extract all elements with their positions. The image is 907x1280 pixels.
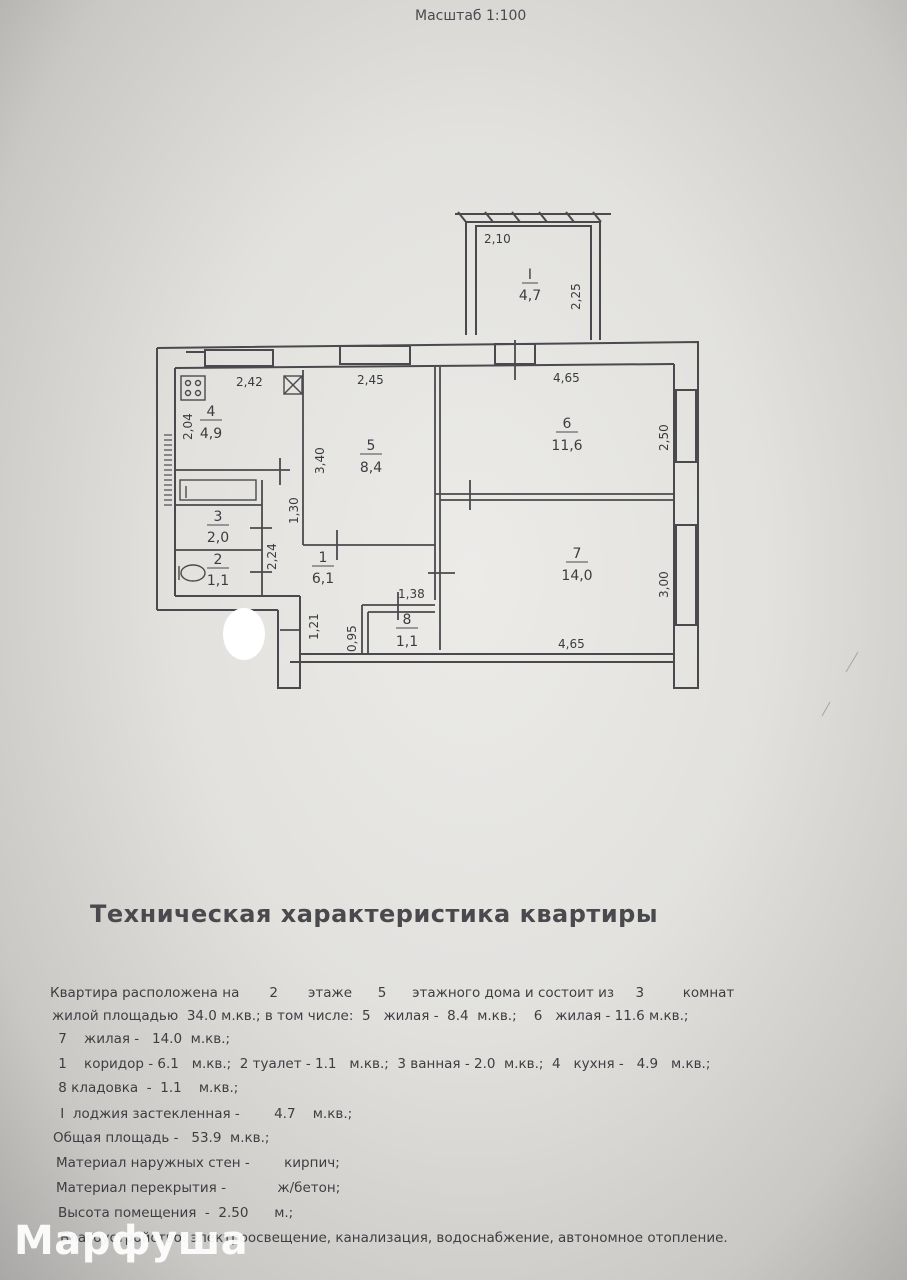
room-number: 8 [403, 612, 412, 628]
dimension: 2,42 [236, 375, 263, 389]
room-number: 3 [214, 509, 223, 525]
room-number: 7 [573, 546, 582, 562]
scale-label: Масштаб 1:100 [415, 8, 527, 24]
room-labels: I 4,7 4 4,9 5 8,4 6 11,6 3 2,0 2 1,1 1 6… [200, 267, 593, 650]
dimension: 3,00 [657, 571, 671, 598]
dimension: 2,50 [657, 424, 671, 451]
tech-line: Материал наружных стен - кирпич; [56, 1155, 340, 1171]
room-number: 2 [214, 552, 223, 568]
room-area: 4,9 [200, 426, 222, 442]
dimension: 3,40 [313, 447, 327, 474]
tech-line: Благоустройство: электроосвещение, канал… [60, 1230, 728, 1246]
dimension: 0,95 [345, 625, 359, 652]
tech-line: 7 жилая - 14.0 м.кв.; [54, 1031, 231, 1047]
dimension: 2,25 [569, 283, 583, 310]
fixtures [178, 375, 303, 582]
room-number: 4 [207, 404, 216, 420]
room-number: 5 [367, 438, 376, 454]
tech-line: Квартира расположена на 2 этаже 5 этажно… [50, 985, 735, 1001]
windows [186, 343, 697, 626]
dimension: 2,10 [484, 232, 511, 246]
dimension: 2,04 [181, 413, 195, 440]
tech-line: 8 кладовка - 1.1 м.кв.; [54, 1080, 239, 1096]
dimension: 1,30 [287, 497, 301, 524]
dimension-labels: 2,10 2,25 2,42 2,45 4,65 2,04 3,40 2,50 … [181, 232, 671, 652]
tech-line: Высота помещения - 2.50 м.; [58, 1205, 294, 1221]
tech-line: I лоджия застекленная - 4.7 м.кв.; [56, 1106, 353, 1122]
inner-walls [175, 340, 674, 654]
room-area: 2,0 [207, 530, 229, 546]
room-area: 14,0 [561, 568, 592, 584]
dimension: 1,21 [307, 613, 321, 640]
room-area: 1,1 [207, 573, 229, 589]
room-area: 4,7 [519, 288, 541, 304]
tech-title: Техническая характеристика квартиры [90, 900, 659, 928]
radiator [164, 434, 172, 506]
dimension: 1,38 [398, 587, 425, 601]
dimension: 4,65 [553, 371, 580, 385]
tech-line: Материал перекрытия - ж/бетон; [56, 1180, 341, 1196]
room-number: I [528, 267, 532, 283]
watermark: Марфуша [14, 1218, 249, 1264]
redaction-blot [223, 608, 265, 660]
dimension: 4,65 [558, 637, 585, 651]
paper-creases [821, 651, 859, 717]
floor-plan: I 4,7 4 4,9 5 8,4 6 11,6 3 2,0 2 1,1 1 6… [156, 211, 859, 717]
room-area: 11,6 [551, 438, 582, 454]
room-area: 8,4 [360, 460, 382, 476]
tech-line: Общая площадь - 53.9 м.кв.; [53, 1130, 270, 1146]
room-number: 1 [319, 550, 328, 566]
room-area: 6,1 [312, 571, 334, 587]
tech-line: жилой площадью 34.0 м.кв.; в том числе: … [52, 1008, 689, 1024]
room-area: 1,1 [396, 634, 418, 650]
room-number: 6 [563, 416, 572, 432]
dimension: 2,24 [265, 543, 279, 570]
loggia-outline [455, 211, 611, 340]
dimension: 2,45 [357, 373, 384, 387]
tech-line: 1 коридор - 6.1 м.кв.; 2 туалет - 1.1 м.… [54, 1056, 711, 1072]
